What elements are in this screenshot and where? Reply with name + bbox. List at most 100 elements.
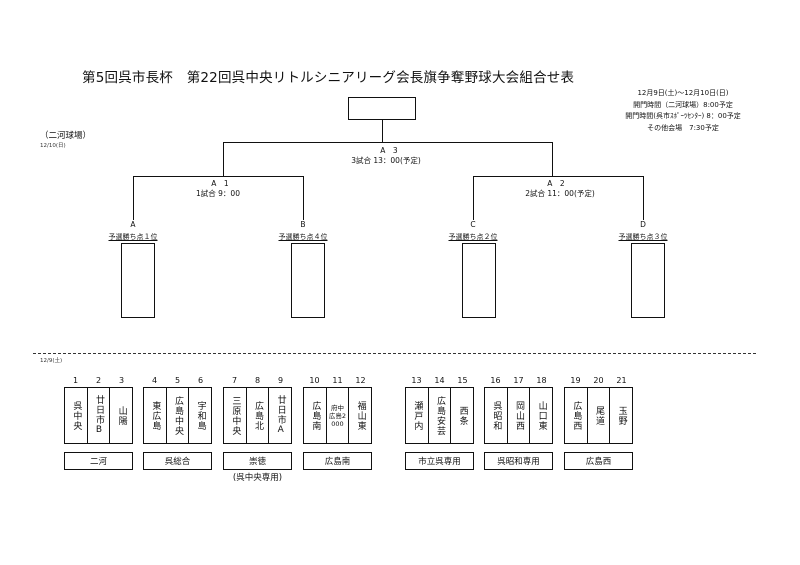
team-name: 東広島	[150, 400, 161, 431]
team-cell: 府中広島2000	[325, 388, 349, 443]
slot-a-letter: A	[130, 220, 136, 229]
team-cell: 広島西	[565, 388, 587, 443]
group-venue-note: (呉中央専用)	[232, 473, 283, 483]
team-name: 岡山西	[514, 400, 524, 431]
final-game-time: 3試合 13：00(予定)	[351, 156, 421, 165]
team-cell: 広島北	[245, 388, 269, 443]
group-venue: 呉昭和専用	[484, 452, 553, 470]
team-name: 広島北	[253, 400, 263, 431]
slot-b-letter: B	[300, 220, 306, 229]
group-venue: 二河	[64, 452, 133, 470]
semi1-game-time: 1試合 9：00	[196, 189, 240, 198]
slot-b-seed: 予選勝ち点４位	[278, 233, 328, 241]
team-numbers: 4 5 6	[143, 376, 212, 387]
team-cell: 広島中央	[165, 388, 189, 443]
team-cell: 呉昭和	[485, 388, 507, 443]
team-name: 山口東	[536, 400, 547, 431]
team-cell: 玉野	[609, 388, 632, 443]
champion-box	[348, 97, 416, 120]
bracket-line	[133, 176, 134, 220]
team-number: 9	[277, 376, 284, 385]
bracket-line	[382, 120, 383, 142]
group-venue: 市立呉専用	[405, 452, 474, 470]
team-number: 17	[513, 376, 524, 385]
team-name: 府中広島2000	[328, 403, 347, 428]
gate-time-sports-center: 開門時間(呉市ｽﾎﾟｰﾂｾﾝﾀｰ) 8：00予定	[625, 112, 741, 120]
team-number: 11	[332, 376, 343, 385]
finals-venue-name: （二河球場）	[40, 131, 92, 141]
team-number: 18	[536, 376, 547, 385]
team-cell: 山陽	[109, 388, 132, 443]
team-name: 広島中央	[173, 395, 183, 436]
bracket-line	[473, 176, 474, 220]
team-name: 山陽	[116, 405, 127, 426]
team-cell: 福山東	[348, 388, 371, 443]
group-venue: 崇徳	[223, 452, 292, 470]
team-name: 三原中央	[230, 395, 241, 436]
slot-d-letter: D	[640, 220, 646, 229]
team-name: 廿日市B	[94, 395, 104, 436]
team-name: 広島西	[571, 400, 582, 431]
team-name: 玉野	[616, 405, 627, 426]
team-name: 広島安芸	[435, 395, 445, 436]
team-name: 呉中央	[71, 400, 82, 431]
finals-date: 12/10(日)	[40, 143, 66, 149]
final-game-label: A 3	[380, 146, 398, 155]
team-name: 西条	[457, 405, 468, 426]
team-cell: 広島安芸	[427, 388, 451, 443]
team-row: 三原中央 広島北 廿日市A	[223, 387, 292, 444]
team-number: 20	[593, 376, 604, 385]
gate-time-other: その他会場 7:30予定	[647, 123, 719, 132]
team-number: 12	[355, 376, 366, 385]
team-number: 3	[118, 376, 125, 385]
team-row: 瀬戸内 広島安芸 西条	[405, 387, 474, 444]
team-number: 8	[254, 376, 261, 385]
section-divider	[33, 353, 756, 354]
team-number: 7	[231, 376, 238, 385]
team-cell: 山口東	[529, 388, 552, 443]
page-title: 第5回呉市長杯 第22回呉中央リトルシニアリーグ会長旗争奪野球大会組合せ表	[82, 70, 575, 86]
finals-venue: （二河球場） 12/10(日)	[40, 129, 91, 149]
team-numbers: 7 8 9	[223, 376, 292, 387]
team-name: 広島南	[310, 400, 321, 431]
bracket-line	[223, 142, 553, 143]
team-cell: 尾道	[586, 388, 610, 443]
team-cell: 西条	[450, 388, 473, 443]
team-number: 4	[151, 376, 158, 385]
team-row: 呉昭和岡山西 山口東	[484, 387, 553, 444]
slot-d-box	[631, 243, 665, 318]
team-cell: 廿日市B	[86, 388, 110, 443]
team-cell: 広島南	[304, 388, 326, 443]
slot-c-box	[462, 243, 496, 318]
slot-b-box	[291, 243, 325, 318]
team-name: 宇和島	[195, 400, 206, 431]
team-row: 呉中央 廿日市B 山陽	[64, 387, 133, 444]
team-cell: 瀬戸内	[406, 388, 428, 443]
bracket-line	[133, 176, 303, 177]
slot-d-seed: 予選勝ち点３位	[618, 233, 668, 241]
team-cell: 岡山西	[506, 388, 530, 443]
group-venue: 広島西	[564, 452, 633, 470]
team-number: 5	[174, 376, 181, 385]
bracket-line	[303, 176, 304, 220]
group-venue: 呉総合	[143, 452, 212, 470]
team-name: 廿日市A	[275, 395, 286, 436]
team-name: 瀬戸内	[412, 400, 423, 431]
team-number: 6	[197, 376, 204, 385]
team-number: 1	[72, 376, 79, 385]
slot-a-box	[121, 243, 155, 318]
team-cell: 宇和島	[188, 388, 211, 443]
schedule-info: 12月9日(土)～12月10日(日) 開門時間（二河球場）8:00予定 開門時間…	[598, 88, 768, 134]
semi2-game-time: 2試合 11：00(予定)	[525, 189, 595, 198]
slot-c-letter: C	[470, 220, 476, 229]
